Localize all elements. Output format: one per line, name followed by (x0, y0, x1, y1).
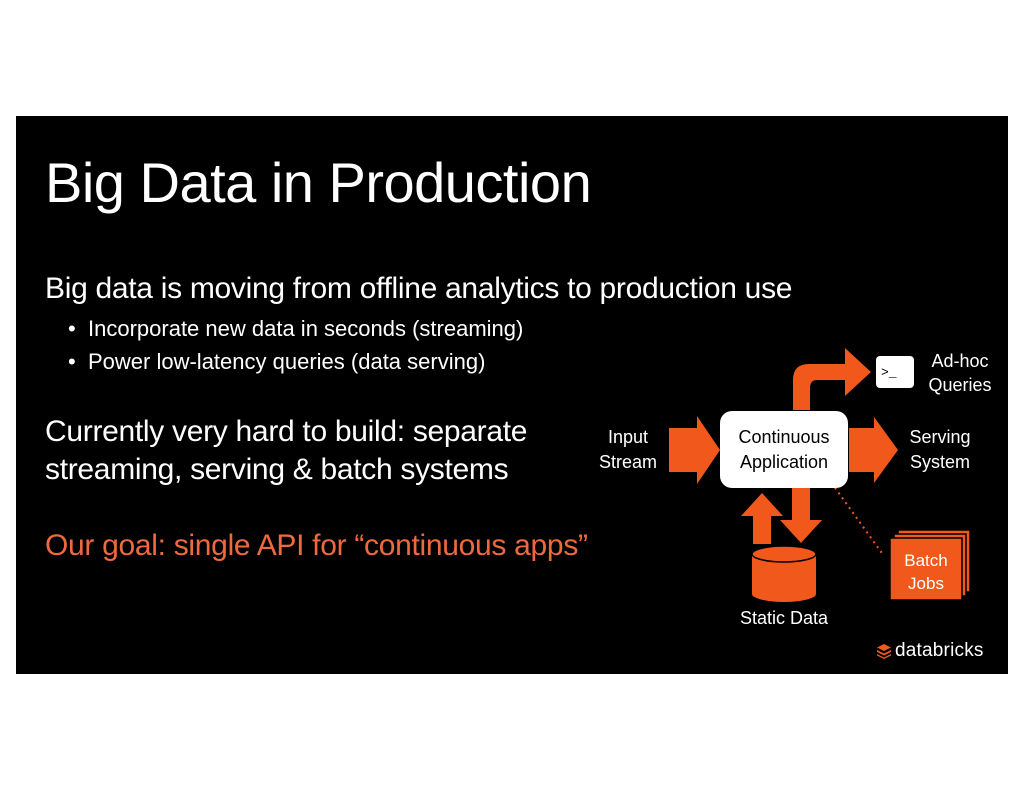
databricks-logo-text: databricks (895, 640, 984, 661)
input-arrow (669, 416, 720, 484)
slide: Big Data in Production Big data is movin… (16, 116, 1008, 674)
input-label-line2: Stream (599, 452, 657, 472)
serving-label-line1: Serving (909, 427, 970, 447)
terminal-icon: >_ (876, 356, 914, 388)
databricks-logo-icon (877, 644, 891, 659)
center-label-line1: Continuous (738, 427, 829, 447)
bullet-item-streaming: Incorporate new data in seconds (streami… (68, 312, 523, 345)
input-label-line1: Input (608, 427, 648, 447)
batch-jobs-icon (889, 529, 971, 601)
slide-title: Big Data in Production (45, 151, 592, 214)
center-label-line2: Application (740, 452, 828, 472)
batch-label-line2: Jobs (908, 574, 944, 593)
problem-line-2: streaming, serving & batch systems (45, 453, 509, 486)
batch-dotted-line (827, 477, 885, 557)
adhoc-arrow (793, 348, 871, 410)
bullet-item-serving: Power low-latency queries (data serving) (68, 345, 523, 378)
terminal-glyph: >_ (881, 365, 897, 380)
static-data-label: Static Data (740, 608, 829, 628)
serving-arrow (849, 417, 898, 483)
continuous-app-box (720, 411, 848, 488)
static-up-arrow (741, 493, 783, 544)
bullet-list: Incorporate new data in seconds (streami… (68, 312, 523, 378)
serving-label-line2: System (910, 452, 970, 472)
adhoc-label-line1: Ad-hoc (931, 351, 988, 371)
static-down-arrow (780, 488, 822, 543)
goal-statement: Our goal: single API for “continuous app… (45, 529, 588, 562)
databricks-logo: databricks (876, 640, 984, 662)
continuous-app-diagram: Continuous Application Input Stream Serv… (599, 348, 992, 628)
problem-line-1: Currently very hard to build: separate (45, 415, 528, 448)
batch-label-line1: Batch (904, 551, 947, 570)
adhoc-label-line2: Queries (928, 375, 991, 395)
problem-statement: Currently very hard to build: separate s… (45, 413, 527, 489)
lead-text: Big data is moving from offline analytic… (45, 272, 793, 305)
database-icon (751, 545, 817, 602)
